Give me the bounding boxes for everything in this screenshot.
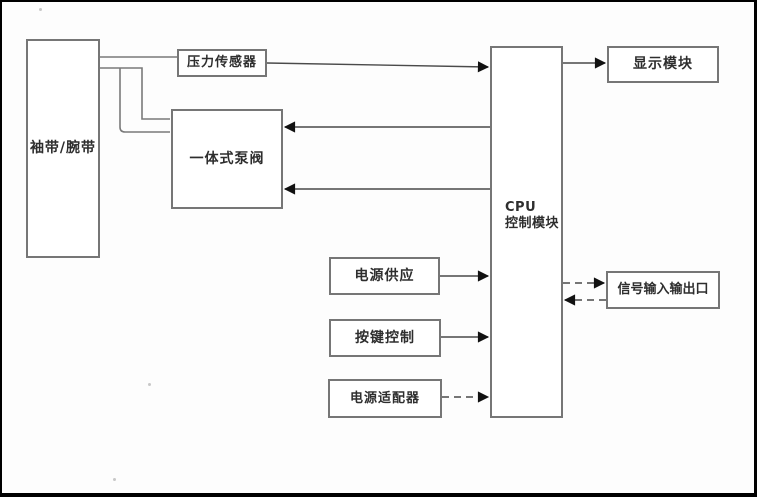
node-cuff: 袖带/腕带 [26,39,100,258]
node-cuff-label: 袖带/腕带 [29,140,97,157]
node-power-supply-label: 电源供应 [354,267,415,284]
node-pressure-sensor-label: 压力传感器 [186,55,257,71]
node-power-supply: 电源供应 [329,257,440,295]
node-signal-io-port-label: 信号输入输出口 [617,282,709,298]
node-cpu-control-module: CPU 控制模块 [490,46,563,418]
node-power-adapter-label: 电源适配器 [349,390,420,406]
node-pressure-sensor: 压力传感器 [177,49,267,77]
node-pump-valve: 一体式泵阀 [171,109,283,209]
node-key-control-label: 按键控制 [355,329,415,346]
node-display-module: 显示模块 [607,46,719,83]
arrow-sensor-to-cpu [266,61,490,73]
connector-cuff-to-pump-2 [119,68,170,133]
node-cpu-label-line1: CPU [505,200,537,215]
node-display-module-label: 显示模块 [633,56,693,73]
node-signal-io-port: 信号输入输出口 [606,271,720,309]
connector-cuff-to-pump-1 [99,67,170,120]
node-power-adapter: 电源适配器 [328,379,442,418]
node-pump-valve-label: 一体式泵阀 [189,150,265,167]
node-key-control: 按键控制 [329,319,441,357]
scan-artifact-dot [39,8,42,11]
scan-artifact-dot [113,478,116,481]
scan-artifact-dot [148,383,151,386]
node-cpu-label-line2: 控制模块 [505,215,560,231]
